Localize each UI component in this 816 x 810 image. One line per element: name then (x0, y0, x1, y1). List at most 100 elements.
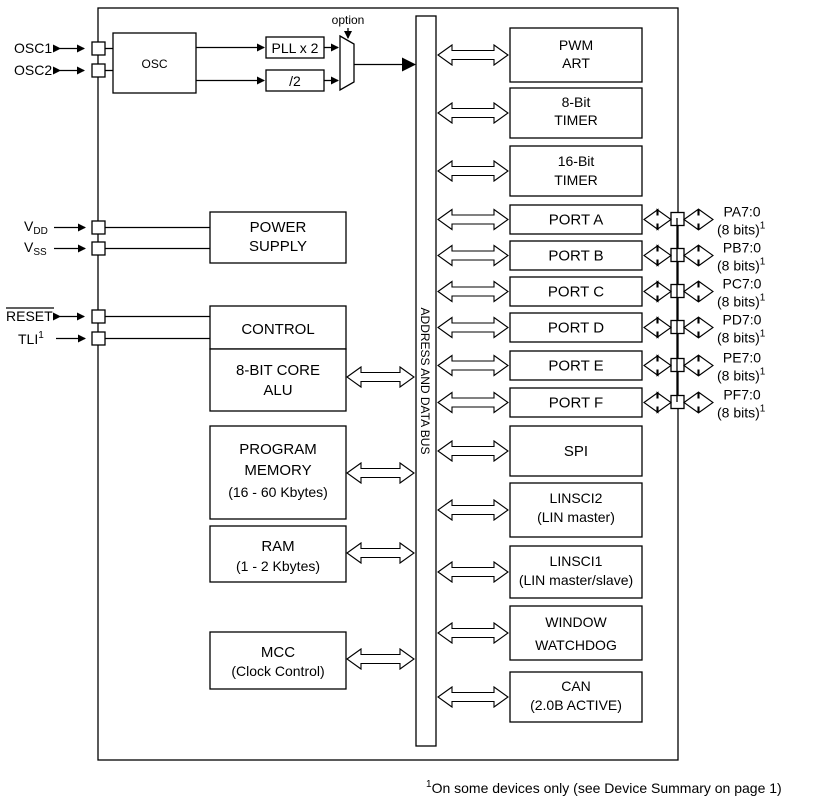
port-d-out-arrow (683, 316, 714, 339)
timer16-block (509, 145, 643, 197)
port-c-out-arrow (683, 280, 714, 303)
port-f-pin-name: PF7:0 (723, 387, 761, 403)
vss-pin (91, 241, 106, 256)
port-b-in-arrow (643, 244, 672, 267)
bus-can-arrow (437, 685, 509, 709)
vdd-label: VDD (24, 218, 48, 237)
osc1-label: OSC1 (14, 40, 52, 56)
can-block (509, 671, 643, 723)
timer16-label-1: 16-Bit (558, 153, 595, 169)
port-e-pin-bits: (8 bits)1 (717, 367, 766, 384)
watchdog-label-2: WATCHDOG (535, 637, 617, 653)
port-b-pin-bits: (8 bits)1 (717, 257, 766, 274)
footnote: 1On some devices only (see Device Summar… (426, 779, 782, 796)
osc2-pin (91, 63, 106, 78)
port-d-in-arrow (643, 316, 672, 339)
port-c-in-arrow (643, 280, 672, 303)
ram-block (209, 525, 347, 583)
spi-label: SPI (564, 443, 588, 460)
mcc-label-1: MCC (261, 644, 295, 661)
bus-pwm-arrow (437, 43, 509, 67)
power-label-2: SUPPLY (249, 238, 307, 255)
port-d-block (509, 312, 643, 343)
reset-pin (91, 309, 106, 324)
pwm-label-2: ART (562, 55, 590, 71)
osc-block-label: OSC (141, 57, 167, 71)
port-d-label: PORT D (548, 320, 604, 337)
port-f-in-arrow (643, 391, 672, 414)
osc2-label: OSC2 (14, 62, 52, 78)
linsci2-label-1: LINSCI2 (550, 490, 603, 506)
bus-arrows (346, 43, 714, 709)
bus-port-a-arrow (437, 208, 509, 231)
linsci1-label-1: LINSCI1 (550, 553, 603, 569)
mux-option-label: option (332, 13, 365, 27)
bus-port-b-arrow (437, 244, 509, 267)
can-label-2: (2.0B ACTIVE) (530, 697, 622, 713)
port-b-pin-name: PB7:0 (723, 240, 761, 256)
timer16-label-2: TIMER (554, 172, 598, 188)
port-b-out-arrow (683, 244, 714, 267)
port-b-label: PORT B (548, 248, 603, 265)
port-c-pin-bits: (8 bits)1 (717, 293, 766, 310)
port-a-out-arrow (683, 208, 714, 231)
linsci2-block (509, 482, 643, 538)
pll-label: PLL x 2 (272, 40, 319, 56)
bus-port-f-arrow (437, 391, 509, 414)
port-c-label: PORT C (548, 284, 604, 301)
mcc-block (209, 631, 347, 690)
mcc-label-2: (Clock Control) (231, 663, 324, 679)
program-memory-block (209, 425, 347, 520)
control-section: CONTROL 8-BIT CORE ALU RESET TLI1 (6, 305, 347, 412)
power-supply-block (209, 211, 347, 264)
power-label-1: POWER (250, 219, 307, 236)
control-label: CONTROL (241, 321, 314, 338)
core-label-1: 8-BIT CORE (236, 362, 320, 379)
mcc-bus-arrow (346, 647, 415, 671)
timer8-label-2: TIMER (554, 112, 598, 128)
port-e-block (509, 350, 643, 381)
right-peripherals: PWM ART 8-Bit TIMER 16-Bit TIMER SPI LIN… (509, 27, 643, 723)
pwm-label-1: PWM (559, 37, 593, 53)
port-c-pin-name: PC7:0 (723, 276, 762, 292)
watchdog-label-1: WINDOW (545, 614, 607, 630)
core-alu-block (209, 348, 347, 412)
port-f-out-arrow (683, 391, 714, 414)
timer8-block (509, 87, 643, 139)
bus-port-d-arrow (437, 316, 509, 339)
bus-linsci2-arrow (437, 498, 509, 522)
bus-port-c-arrow (437, 280, 509, 303)
vss-label: VSS (24, 239, 47, 258)
port-a-pin-name: PA7:0 (723, 204, 760, 220)
timer8-label-1: 8-Bit (562, 94, 591, 110)
bus-watchdog-arrow (437, 621, 509, 645)
window-watchdog-block (509, 605, 643, 661)
vdd-pin (91, 220, 106, 235)
linsci2-label-2: (LIN master) (537, 509, 615, 525)
spi-block (509, 425, 643, 477)
bus-port-e-arrow (437, 354, 509, 377)
ram-label-1: RAM (261, 538, 294, 555)
memory-section: PROGRAM MEMORY (16 - 60 Kbytes) RAM (1 -… (209, 425, 347, 690)
reset-label: RESET (6, 308, 53, 324)
ram-label-2: (1 - 2 Kbytes) (236, 558, 320, 574)
program-label-3: (16 - 60 Kbytes) (228, 484, 328, 500)
ram-bus-arrow (346, 541, 415, 565)
port-d-pin-bits: (8 bits)1 (717, 329, 766, 346)
osc-block (112, 32, 197, 94)
port-b-block (509, 240, 643, 271)
address-data-bus (415, 15, 437, 747)
pwm-art-block (509, 27, 643, 83)
linsci1-block (509, 545, 643, 599)
bus-timer16-arrow (437, 159, 509, 183)
port-e-pin-name: PE7:0 (723, 350, 761, 366)
core-bus-arrow (346, 365, 415, 389)
bus-linsci1-arrow (437, 560, 509, 584)
port-f-block (509, 387, 643, 418)
port-e-out-arrow (683, 354, 714, 377)
bus-label: ADDRESS AND DATA BUS (418, 308, 432, 455)
port-a-in-arrow (643, 208, 672, 231)
clock-mux (339, 34, 355, 92)
